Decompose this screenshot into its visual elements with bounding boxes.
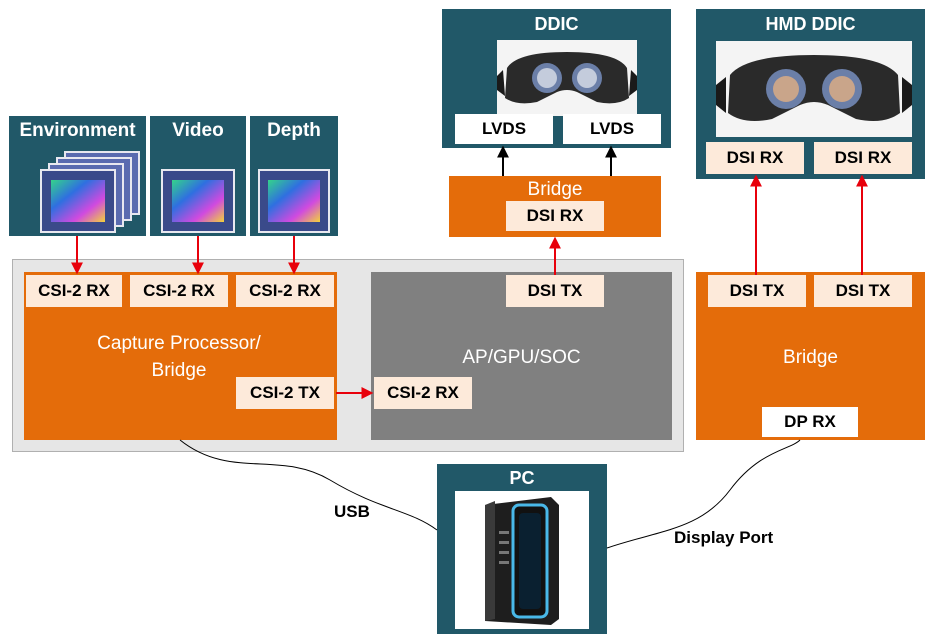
soc-dsi-tx-port: DSI TX bbox=[506, 275, 604, 307]
capture-csi2-tx-port: CSI-2 TX bbox=[236, 377, 334, 409]
ddic-lvds-port-1: LVDS bbox=[455, 114, 553, 144]
hmd-dsi-rx-port-1: DSI RX bbox=[706, 142, 804, 174]
pc-tower-icon bbox=[485, 497, 559, 625]
pc-block: PC bbox=[437, 464, 607, 634]
right-bridge-dp-rx-port: DP RX bbox=[762, 407, 858, 437]
hmd-dsi-rx-port-2: DSI RX bbox=[814, 142, 912, 174]
image-sensor-stack-icon bbox=[40, 151, 140, 233]
capture-csi2-rx-port-2: CSI-2 RX bbox=[130, 275, 228, 307]
right-bridge-dsi-tx-port-1: DSI TX bbox=[708, 275, 806, 307]
image-sensor-icon bbox=[258, 169, 330, 233]
capture-processor-title: Capture Processor/ Bridge bbox=[84, 330, 274, 384]
pc-image-frame bbox=[455, 491, 589, 629]
sensor-video: Video bbox=[150, 116, 246, 236]
right-bridge-title: Bridge bbox=[783, 347, 838, 368]
hmd-headset-image bbox=[716, 41, 912, 137]
usb-cable bbox=[179, 439, 438, 531]
capture-title-line1: Capture Processor/ bbox=[97, 333, 261, 354]
pc-title: PC bbox=[509, 468, 535, 488]
ddic-lvds-port-2: LVDS bbox=[563, 114, 661, 144]
soc-title: AP/GPU/SOC bbox=[462, 347, 581, 368]
sensor-depth: Depth bbox=[250, 116, 338, 236]
sensor-environment-label: Environment bbox=[19, 120, 136, 141]
usb-label: USB bbox=[334, 502, 370, 521]
hmd-ddic-block: HMD DDIC bbox=[696, 9, 925, 179]
capture-csi2-rx-port-3: CSI-2 RX bbox=[236, 275, 334, 307]
sensor-video-label: Video bbox=[172, 120, 224, 141]
capture-csi2-rx-port-1: CSI-2 RX bbox=[26, 275, 122, 307]
image-sensor-icon bbox=[161, 169, 235, 233]
ddic-title: DDIC bbox=[534, 14, 579, 34]
soc-csi2-rx-port: CSI-2 RX bbox=[374, 377, 472, 409]
capture-title-line2: Bridge bbox=[151, 360, 207, 381]
top-bridge-dsi-rx-port: DSI RX bbox=[506, 201, 604, 231]
display-port-cable bbox=[606, 439, 801, 549]
hmd-ddic-title: HMD DDIC bbox=[765, 14, 856, 34]
sensor-environment: Environment bbox=[9, 116, 146, 236]
vr-headset-image bbox=[497, 40, 637, 116]
right-bridge-dsi-tx-port-2: DSI TX bbox=[814, 275, 912, 307]
display-port-label: Display Port bbox=[674, 528, 774, 547]
sensor-depth-label: Depth bbox=[267, 120, 321, 141]
top-bridge-title: Bridge bbox=[527, 179, 583, 200]
